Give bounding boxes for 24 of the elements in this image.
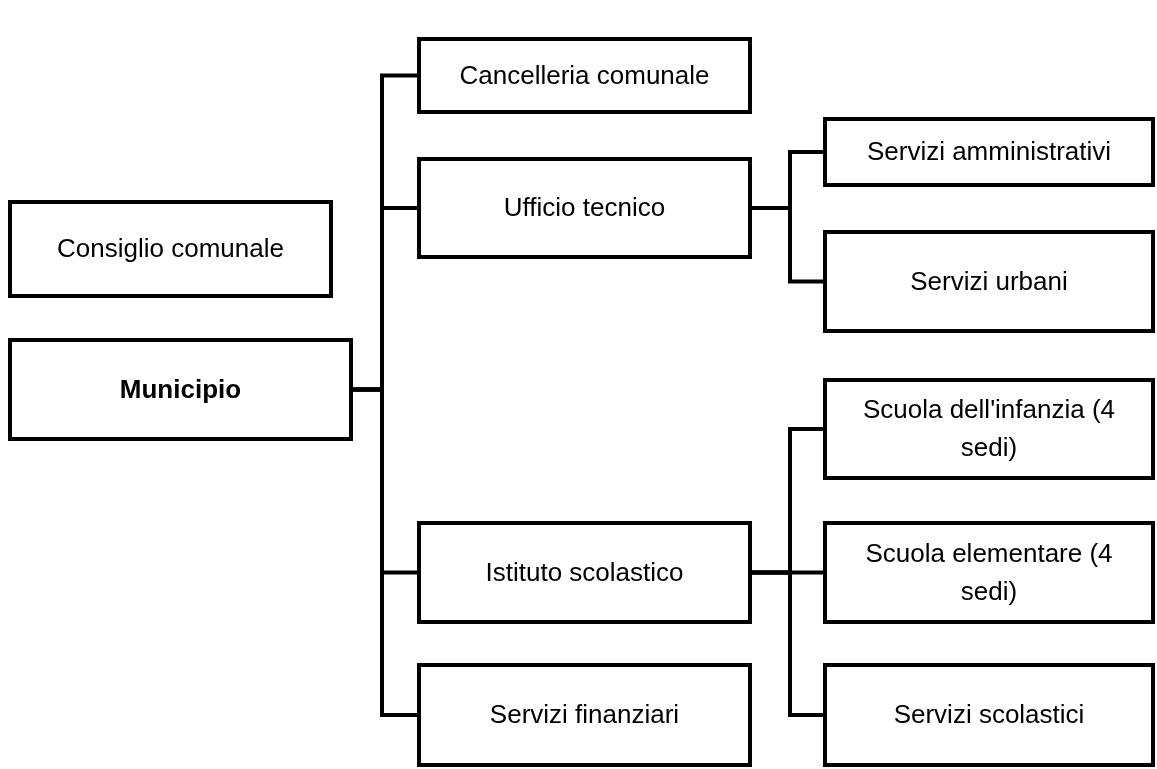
org-box — [8, 200, 333, 298]
unit-label: Servizi urbani — [909, 264, 1069, 298]
org-box — [823, 663, 1155, 767]
org-box — [823, 378, 1155, 480]
unit-label: Consiglio comunale — [56, 232, 285, 266]
unit-label: Servizi amministrativi — [865, 135, 1113, 169]
unit-label: Servizi finanziari — [488, 698, 681, 732]
unit-label: Servizi scolastici — [892, 698, 1086, 732]
org-box — [417, 663, 752, 767]
unit-label: Istituto scolastico — [484, 555, 685, 589]
org-box — [823, 117, 1155, 187]
unit-label: Municipio — [118, 372, 243, 406]
connector-line — [752, 570, 823, 717]
org-box — [417, 521, 752, 624]
unit-label: Scuola dell'infanzia (4 sedi) — [861, 393, 1117, 464]
unit-label: Ufficio tecnico — [502, 191, 667, 225]
org-box — [8, 338, 353, 441]
org-box — [823, 230, 1155, 333]
org-box — [417, 157, 752, 259]
org-box — [417, 37, 752, 114]
org-box — [823, 521, 1155, 624]
unit-label: Cancelleria comunale — [458, 58, 711, 92]
connector-line — [353, 387, 417, 717]
unit-label: Scuola elementare (4 sedi) — [864, 536, 1114, 608]
